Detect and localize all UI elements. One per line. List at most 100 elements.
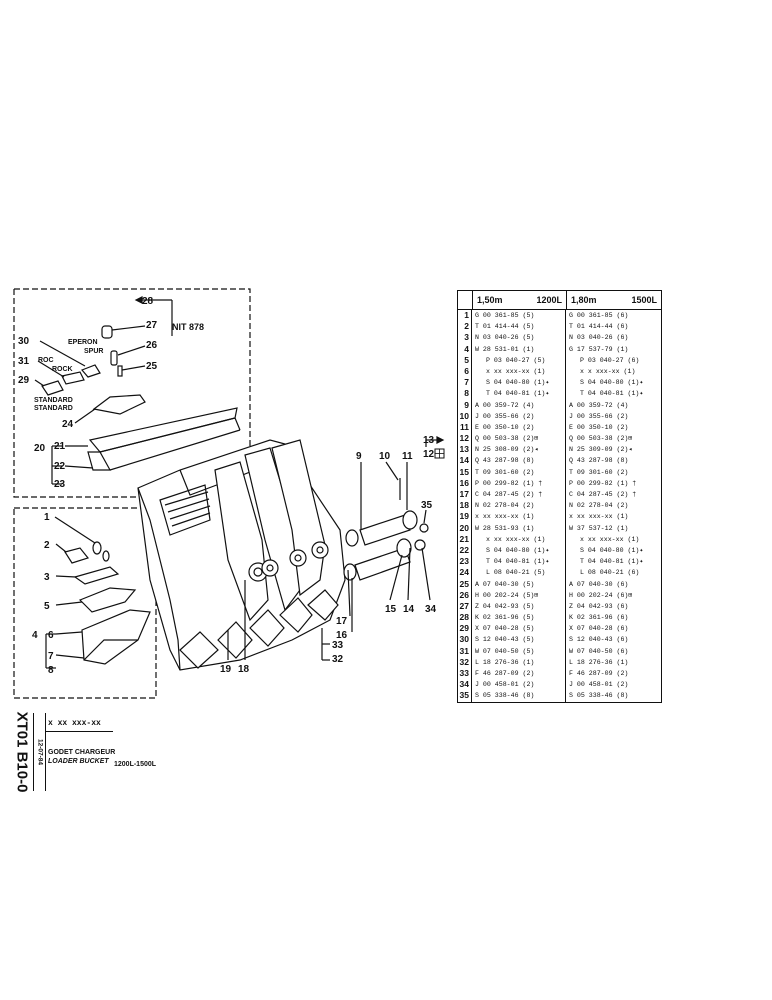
part-number-1500l: P 00 299-82 (1) † xyxy=(569,479,637,487)
label-standard-fr: STANDARD xyxy=(34,397,73,404)
callout-26: 26 xyxy=(146,340,158,351)
callout-5: 5 xyxy=(44,601,50,612)
part-number-1500l: N 02 278-04 (2) xyxy=(569,502,629,510)
item-number: 20 xyxy=(458,522,472,534)
part-number-1500l: W 07 040-50 (6) xyxy=(569,647,629,655)
parts-table-header: 1,50m 1200L 1,80m 1500L xyxy=(458,291,661,310)
part-number-1500l: S 04 040-80 (1)✦ xyxy=(580,379,644,387)
callout-19: 19 xyxy=(220,664,232,675)
label-rock: ROCK xyxy=(52,366,73,373)
item-number: 17 xyxy=(458,489,472,501)
part-number-1500l: S 04 040-80 (1)✦ xyxy=(580,546,644,554)
callout-15: 15 xyxy=(385,604,397,615)
drawing-date: 12-07-84 xyxy=(33,713,46,791)
part-number-1500l: S 12 040-43 (6) xyxy=(569,636,629,644)
item-number: 18 xyxy=(458,500,472,512)
capacity-a-label: 1200L xyxy=(536,295,562,305)
item-number: 5 xyxy=(458,354,472,366)
part-number-1200l: J 00 355-66 (2) xyxy=(472,410,566,422)
item-number: 28 xyxy=(458,612,472,624)
part-number-1200l: x xx xxx-xx (1) xyxy=(472,365,566,378)
callout-4: 4 xyxy=(32,630,38,641)
part-number-1200l: E 00 350-10 (2) xyxy=(472,421,566,434)
capacity-b-label: 1500L xyxy=(631,295,657,305)
part-number-1200l: Z 04 042-93 (5) xyxy=(472,600,566,613)
part-number-1200l: S 04 040-80 (1)✦ xyxy=(472,377,566,389)
item-number: 7 xyxy=(458,377,472,389)
part-number-1200l: T 04 040-81 (1)✦ xyxy=(472,556,566,568)
callout-30: 30 xyxy=(18,336,30,347)
part-number-1500l: L 08 040-21 (6) xyxy=(580,569,640,577)
callout-3: 3 xyxy=(44,572,50,583)
item-number: 13 xyxy=(458,444,472,456)
item-number: 24 xyxy=(458,567,472,579)
size-b-label: 1,80m xyxy=(571,295,597,305)
part-number-1200l: C 04 287-45 (2) † xyxy=(472,489,566,501)
part-number-1500l: F 46 287-09 (2) xyxy=(569,670,629,677)
part-number-1500l: A 00 359-72 (4) xyxy=(569,401,629,409)
item-number: 1 xyxy=(458,310,472,322)
part-number-1200l: L 18 276-36 (1) xyxy=(472,656,566,668)
part-number-1500l: C 04 287-45 (2) † xyxy=(569,491,637,498)
callout-27: 27 xyxy=(146,320,158,331)
callout-21: 21 xyxy=(54,441,66,452)
part-number-1200l: N 03 040-26 (5) xyxy=(472,332,566,344)
callout-9: 9 xyxy=(356,451,362,462)
callout-10: 10 xyxy=(379,451,391,462)
part-number-1500l: A 07 040-30 (6) xyxy=(569,580,629,588)
label-standard-en: STANDARD xyxy=(34,405,73,412)
item-number: 26 xyxy=(458,589,472,601)
part-number-1500l: L 18 276-36 (1) xyxy=(569,658,629,666)
part-number-1200l: x xx xxx-xx (1) xyxy=(472,533,566,545)
part-number-1200l: K 02 361-96 (5) xyxy=(472,612,566,624)
part-number-1500l: E 00 350-10 (2) xyxy=(569,423,629,431)
callout-8: 8 xyxy=(48,665,54,676)
callout-2: 2 xyxy=(44,540,50,551)
part-number-1200l: H 00 202-24 (5)⊞ xyxy=(472,589,566,601)
callout-12: 12 xyxy=(423,449,435,460)
item-number: 2 xyxy=(458,321,472,333)
callout-28: 28 xyxy=(142,296,154,307)
part-number-1500l: P 03 040-27 (6) xyxy=(580,356,640,364)
drawing-code: XT01 B10-0 xyxy=(13,711,31,793)
part-number-1200l: L 08 040-21 (5) xyxy=(472,567,566,579)
part-number-1200l: Q 00 503-38 (2)⊞ xyxy=(472,433,566,445)
part-number-1500l: W 37 537-12 (1) xyxy=(569,524,629,532)
part-number-1500l: Q 00 503-38 (2)⊞ xyxy=(569,435,633,443)
callout-25: 25 xyxy=(146,361,158,372)
model-range: 1200L-1500L xyxy=(114,761,157,768)
part-number-1500l: x xx xxx-xx (1) xyxy=(569,513,629,521)
callout-20: 20 xyxy=(34,443,46,454)
callout-35: 35 xyxy=(421,500,433,511)
callout-6: 6 xyxy=(48,630,54,641)
item-number: 29 xyxy=(458,623,472,635)
part-number-1200l: S 12 040-43 (5) xyxy=(472,634,566,646)
size-a-label: 1,50m xyxy=(477,295,503,305)
part-number-1200l: F 46 287-09 (2) xyxy=(472,668,566,680)
callout-13: 13 xyxy=(423,435,435,446)
nit-reference: NIT 878 xyxy=(172,322,204,332)
item-number: 34 xyxy=(458,679,472,691)
part-number-1500l: T 04 040-81 (1)✦ xyxy=(580,558,644,566)
